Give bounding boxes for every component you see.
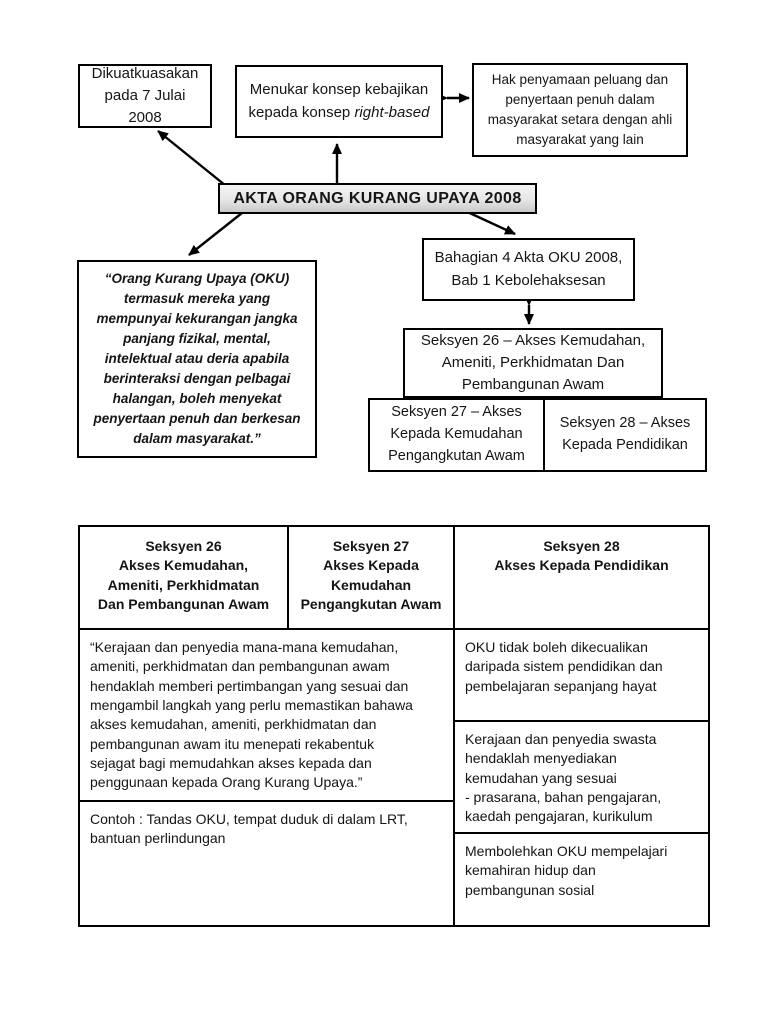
table-header-seksyen26: Seksyen 26 Akses Kemudahan, Ameniti, Per… <box>97 538 270 612</box>
act-title-box: AKTA ORANG KURANG UPAYA 2008 <box>218 183 537 214</box>
table-divider-right-row1 <box>453 720 708 722</box>
table-cell-s28-row1: OKU tidak boleh dikecualikan daripada si… <box>465 639 663 694</box>
equal-rights-text: Hak penyamaan peluang dan penyertaan pen… <box>487 71 673 148</box>
table-cell-s28-row3: Membolehkan OKU mempelajari kemahiran hi… <box>465 843 668 898</box>
seksyen27-text: Seksyen 27 – Akses Kepada Kemudahan Peng… <box>388 404 525 464</box>
table-cell-s28-row2: Kerajaan dan penyedia swasta hendaklah m… <box>465 731 662 825</box>
table-divider-header-bottom <box>80 628 708 630</box>
table-header-seksyen28: Seksyen 28 Akses Kepada Pendidikan <box>494 538 669 574</box>
concept-change-text: Menukar konsep kebajikan kepada konsep r… <box>237 77 441 126</box>
table-cell-s26-27-body: “Kerajaan dan penyedia mana-mana kemudah… <box>90 639 413 791</box>
enforced-date-box: Dikuatkuasakan pada 7 Julai 2008 <box>78 64 212 128</box>
table-divider-col2 <box>453 527 455 925</box>
table-header-seksyen27: Seksyen 27 Akses Kepada Kemudahan Pengan… <box>300 538 442 612</box>
seksyen27-box: Seksyen 27 – Akses Kepada Kemudahan Peng… <box>368 398 545 472</box>
oku-definition-text: “Orang Kurang Upaya (OKU) termasuk merek… <box>93 271 301 446</box>
equal-rights-box: Hak penyamaan peluang dan penyertaan pen… <box>472 63 688 157</box>
seksyen26-text: Seksyen 26 – Akses Kemudahan, Ameniti, P… <box>420 332 646 393</box>
table-divider-right-row2 <box>453 832 708 834</box>
concept-change-text-normal: Menukar konsep kebajikan kepada konsep <box>248 81 429 121</box>
seksyen28-box: Seksyen 28 – Akses Kepada Pendidikan <box>543 398 707 472</box>
seksyen26-box: Seksyen 26 – Akses Kemudahan, Ameniti, P… <box>403 328 663 398</box>
table-cell-s26-27-contoh: Contoh : Tandas OKU, tempat duduk di dal… <box>90 811 408 847</box>
table-divider-header-col1 <box>287 527 289 628</box>
bahagian4-text: Bahagian 4 Akta OKU 2008, Bab 1 Keboleha… <box>434 249 623 289</box>
concept-change-box: Menukar konsep kebajikan kepada konsep r… <box>235 65 443 138</box>
act-title-text: AKTA ORANG KURANG UPAYA 2008 <box>233 189 522 207</box>
enforced-date-text: Dikuatkuasakan pada 7 Julai 2008 <box>91 65 199 126</box>
oku-definition-box: “Orang Kurang Upaya (OKU) termasuk merek… <box>77 260 317 458</box>
concept-change-text-italic: right-based <box>354 103 430 121</box>
table-divider-left-row <box>80 800 455 802</box>
arrow-title-to-definition <box>188 208 248 256</box>
bahagian4-box: Bahagian 4 Akta OKU 2008, Bab 1 Keboleha… <box>422 238 635 301</box>
seksyen-comparison-table: Seksyen 26 Akses Kemudahan, Ameniti, Per… <box>78 525 710 927</box>
seksyen28-text: Seksyen 28 – Akses Kepada Pendidikan <box>559 415 691 453</box>
